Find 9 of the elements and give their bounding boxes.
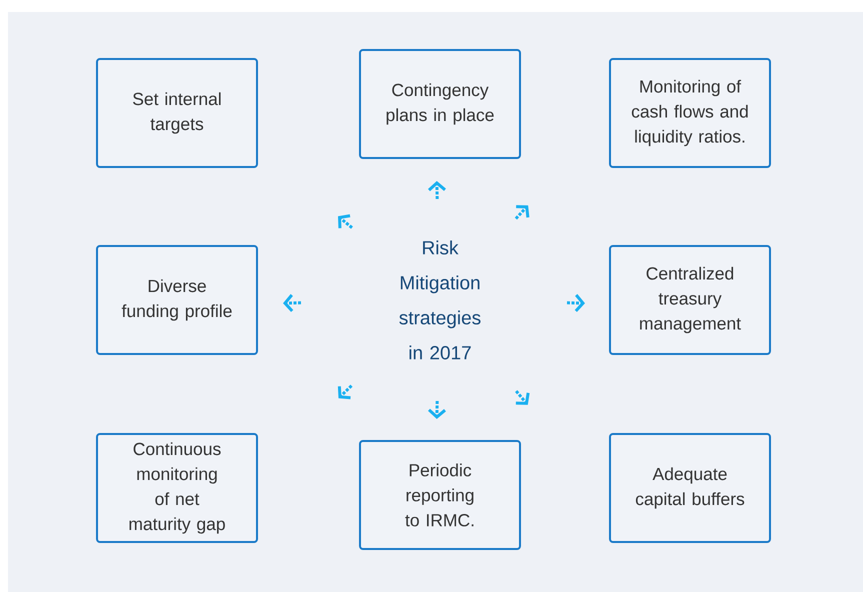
strategy-box: Diverse funding profile	[96, 245, 258, 355]
strategy-box: Set internal targets	[96, 58, 258, 168]
strategy-box: Continuous monitoring of net maturity gap	[96, 433, 258, 543]
strategy-box: Centralized treasury management	[609, 245, 771, 355]
strategy-box: Monitoring of cash flows and liquidity ratios.	[609, 58, 771, 168]
strategy-box: Periodic reporting to IRMC.	[359, 440, 521, 550]
strategy-box: Contingency plans in place	[359, 49, 521, 159]
strategy-box: Adequate capital buffers	[609, 433, 771, 543]
center-title: Risk Mitigation strategies in 2017	[399, 240, 480, 360]
